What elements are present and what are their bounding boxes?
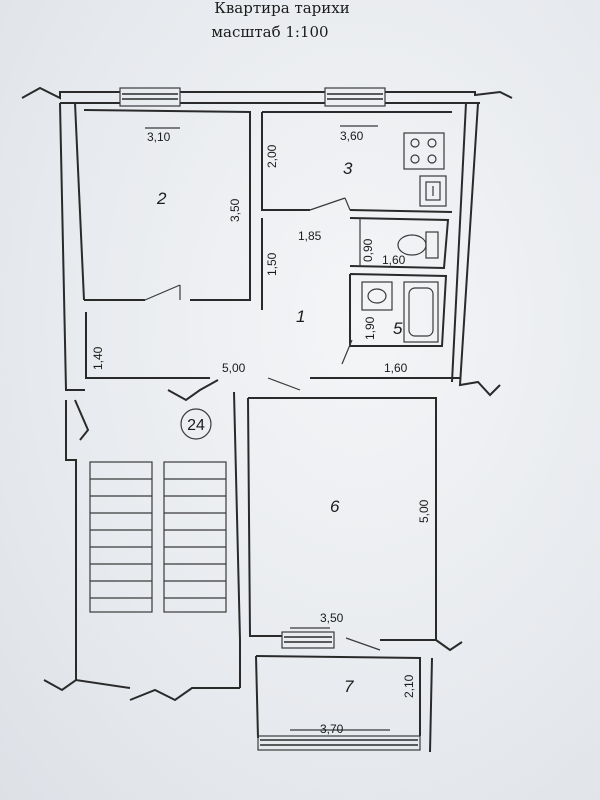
room-2: 3,10 3,50 2 <box>83 109 251 301</box>
room-6: 3,50 5,00 6 <box>247 397 463 652</box>
toilet-icon <box>397 231 439 259</box>
plan-title: Квартира тарихи <box>214 0 350 17</box>
room-7: 3,70 2,10 7 <box>255 655 433 753</box>
dim-bath-1-60: 1,60 <box>384 361 408 375</box>
stair-steps <box>90 478 226 599</box>
room-label-3: 3 <box>343 159 353 178</box>
outer-walls <box>21 86 513 397</box>
room-label-2: 2 <box>156 189 167 208</box>
dim-wc-1-60: 1,60 <box>382 253 406 267</box>
washbasin-icon <box>361 281 393 311</box>
dim-room6-height: 5,00 <box>417 499 431 523</box>
stove-icon <box>403 132 445 170</box>
room-label-6: 6 <box>330 497 340 516</box>
apartment-number: 24 <box>187 417 205 434</box>
room-3: 3,60 2,00 3 <box>261 111 453 213</box>
apartment-number-circle <box>180 408 212 440</box>
dim-hall-1-40: 1,40 <box>91 346 105 370</box>
hall-room: 1,85 1,50 1,40 5,00 1 <box>85 218 460 391</box>
dim-room7-width: 3,70 <box>320 722 344 736</box>
plan-scale: масштаб 1:100 <box>211 23 328 41</box>
dim-room6-width: 3,50 <box>320 611 344 625</box>
dim-room2-width: 3,10 <box>147 130 171 144</box>
dim-room3-width: 3,60 <box>340 129 364 143</box>
dim-room2-height: 3,50 <box>228 198 242 222</box>
sink-icon <box>419 175 447 207</box>
dim-hall-5-00: 5,00 <box>222 361 246 375</box>
bathroom-room: 1,90 5 1,60 <box>341 273 448 375</box>
bathtub-icon <box>403 281 439 343</box>
dim-hall-1-85: 1,85 <box>298 229 322 243</box>
dim-wc-0-90: 0,90 <box>361 238 375 262</box>
wc-room: 0,90 1,60 <box>349 217 450 270</box>
dim-room3-height: 2,00 <box>265 144 279 168</box>
dim-hall-1-50: 1,50 <box>265 252 279 276</box>
stairwell: 24 <box>43 379 241 702</box>
room-label-7: 7 <box>344 677 354 696</box>
room-label-1: 1 <box>296 307 305 326</box>
room-label-5: 5 <box>393 319 403 338</box>
dim-room7-height: 2,10 <box>402 674 416 698</box>
dim-bath-1-90: 1,90 <box>363 316 377 340</box>
